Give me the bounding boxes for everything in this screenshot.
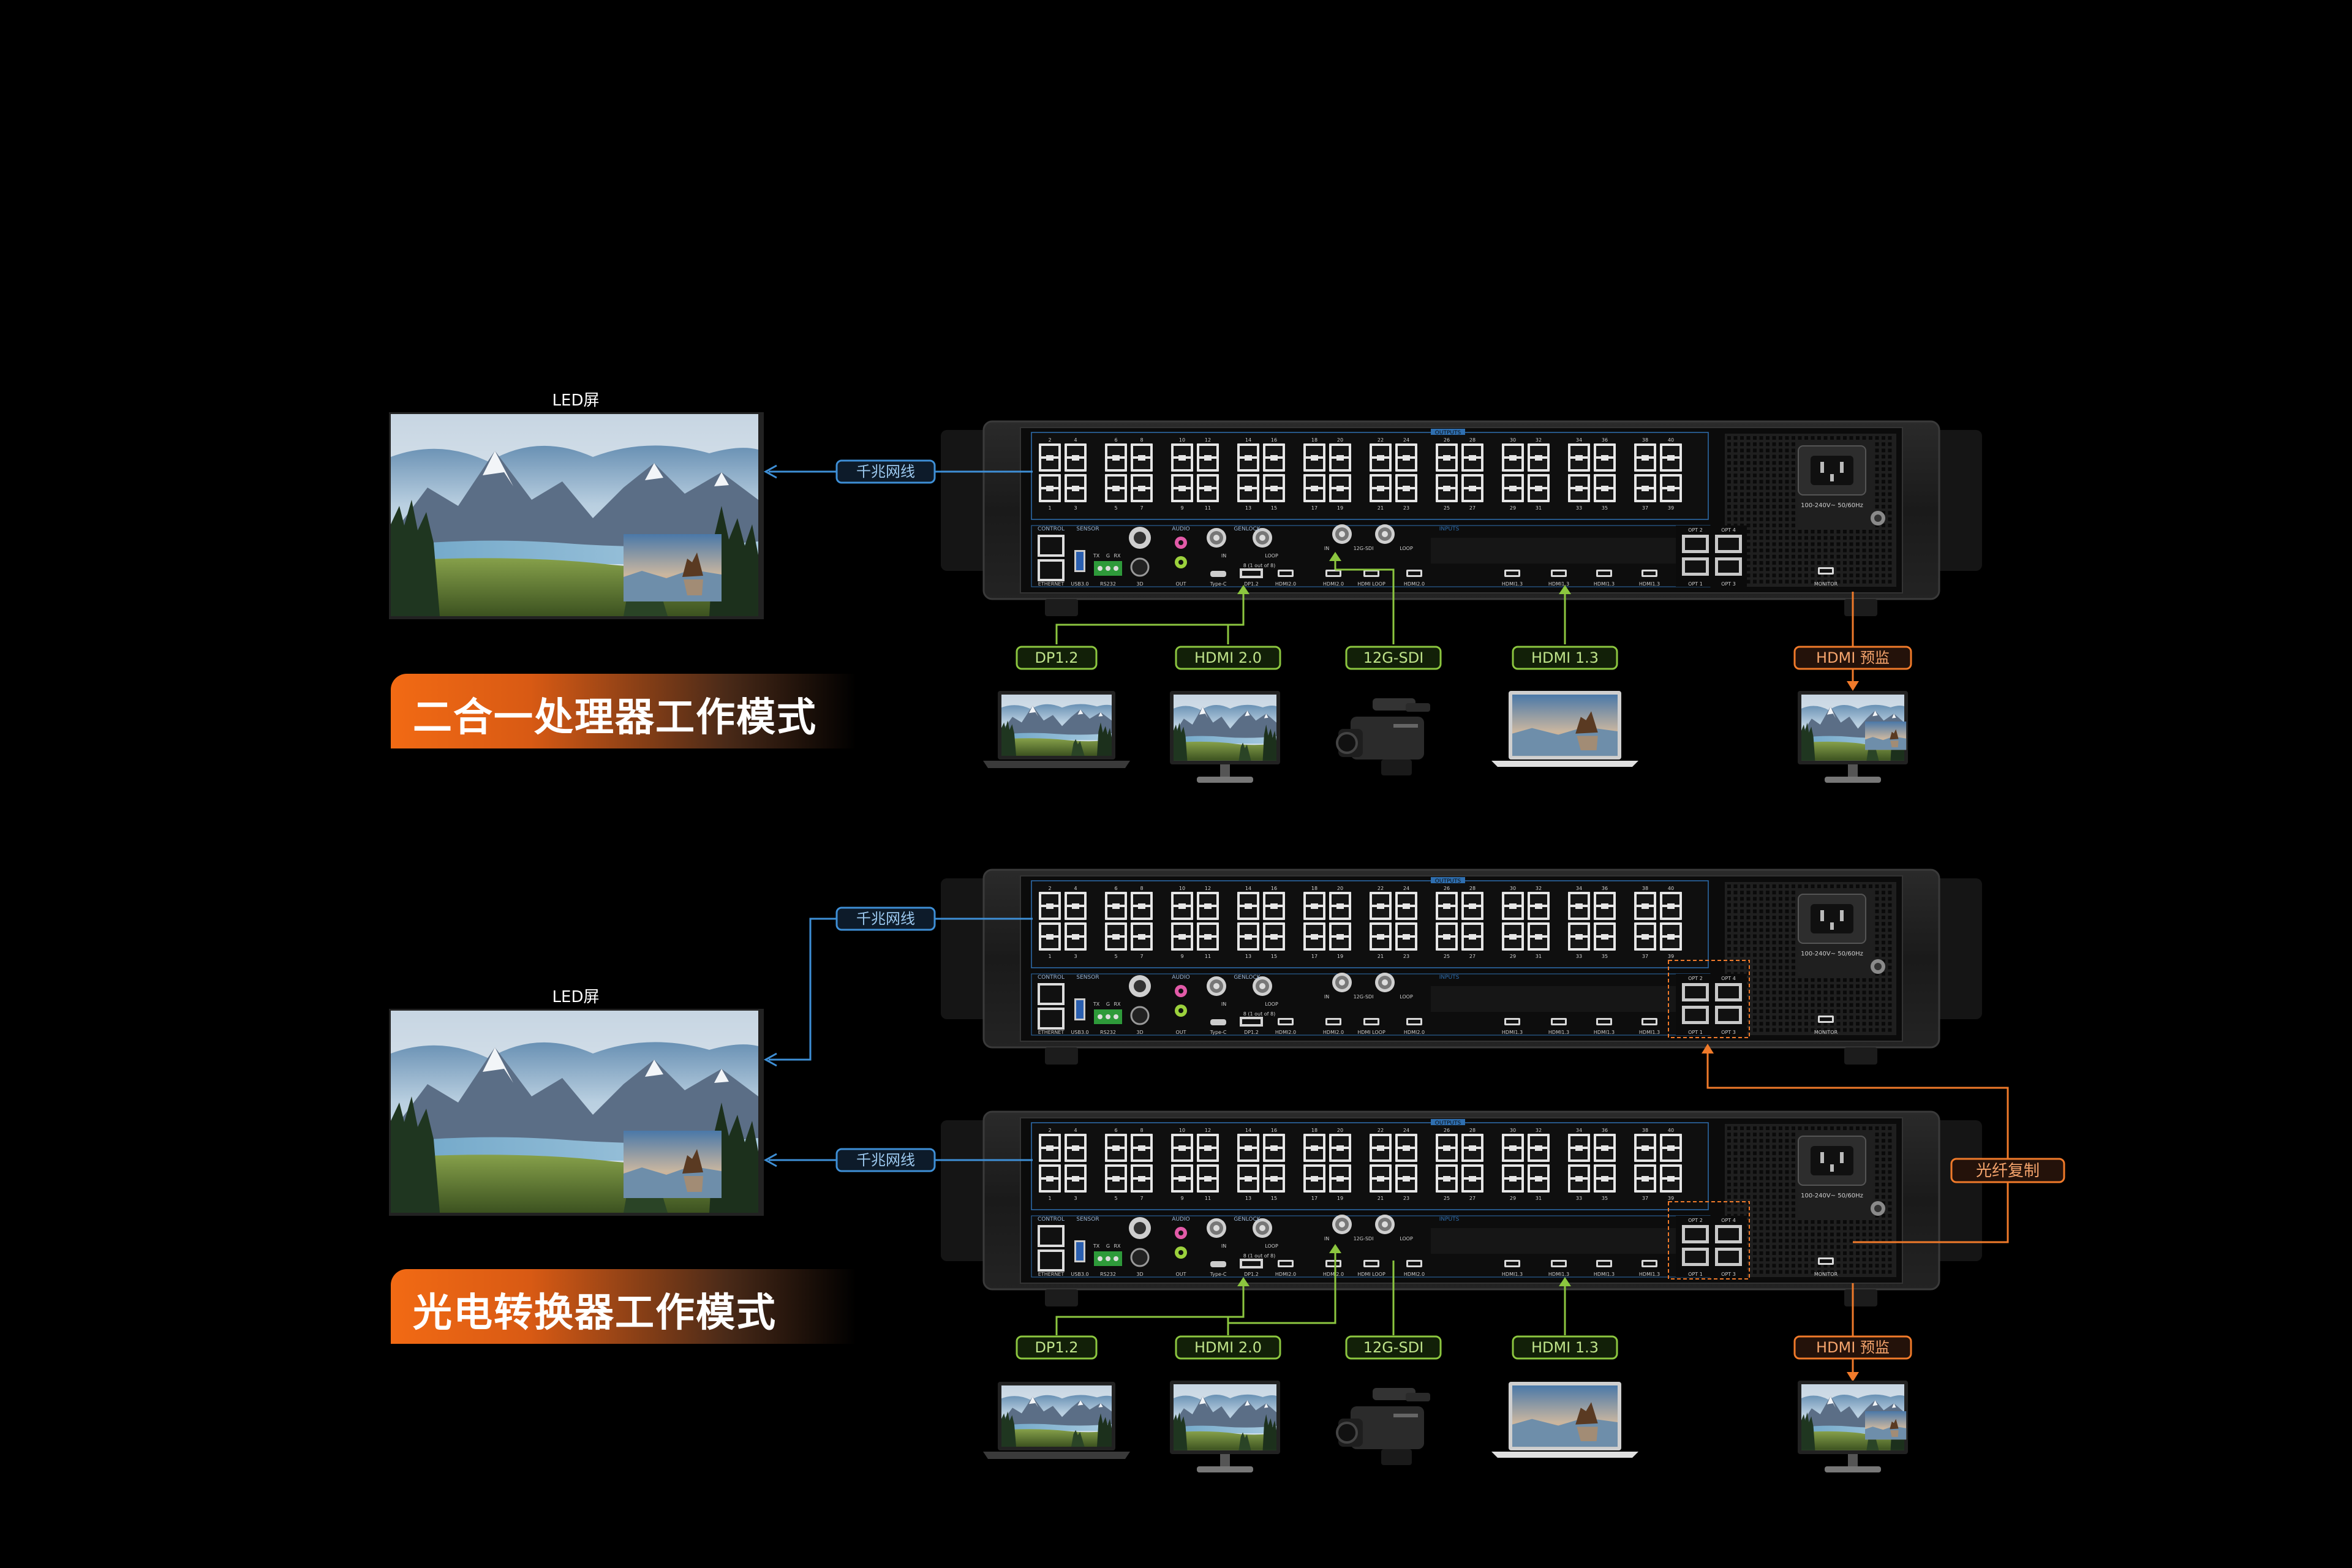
input-badges-2: DP1.2 HDMI 2.0 12G-SDI HDMI 1.3 xyxy=(1016,1335,1618,1360)
input-badge-hdmi13: HDMI 1.3 xyxy=(1512,646,1618,670)
monitor-badge-1: HDMI 预监 xyxy=(1793,646,1912,670)
network-badge-2a: 千兆网线 xyxy=(835,907,936,931)
input-badge-hdmi20: HDMI 2.0 xyxy=(1175,1335,1281,1360)
laptop-icon xyxy=(983,1382,1130,1459)
led-label-1: LED屏 xyxy=(552,391,600,410)
svg-text:HDMI 1.3: HDMI 1.3 xyxy=(1531,1339,1599,1356)
processor-device-2b xyxy=(941,1112,1982,1306)
network-badge-1: 千兆网线 xyxy=(835,459,936,484)
preview-monitor-icon xyxy=(1798,691,1908,783)
input-badge-sdi: 12G-SDI xyxy=(1345,646,1442,670)
svg-text:千兆网线: 千兆网线 xyxy=(856,910,915,927)
section2: LED屏 千兆网线 千兆网线 光纤复 xyxy=(389,870,2065,1472)
mode-banner-2: 光电转换器工作模式 xyxy=(391,1269,856,1344)
svg-text:DP1.2: DP1.2 xyxy=(1035,1339,1078,1356)
monitor-icon xyxy=(1170,691,1280,783)
processor-device-2a xyxy=(941,870,1982,1065)
fiber-badge: 光纤复制 xyxy=(1950,1158,2065,1183)
svg-text:12G-SDI: 12G-SDI xyxy=(1363,1339,1424,1356)
svg-text:HDMI 预监: HDMI 预监 xyxy=(1816,1339,1890,1356)
laptop-icon xyxy=(1491,691,1638,767)
monitor-badge-2: HDMI 预监 xyxy=(1793,1335,1912,1360)
svg-text:千兆网线: 千兆网线 xyxy=(856,463,915,480)
input-badge-sdi: 12G-SDI xyxy=(1345,1335,1442,1360)
svg-text:HDMI 预监: HDMI 预监 xyxy=(1816,649,1890,666)
preview-monitor-icon xyxy=(1798,1381,1908,1472)
svg-text:12G-SDI: 12G-SDI xyxy=(1363,649,1424,666)
network-badge-2b: 千兆网线 xyxy=(835,1148,936,1172)
mode-title-2: 光电转换器工作模式 xyxy=(413,1291,777,1336)
processor-device-1 xyxy=(941,421,1982,616)
input-badge-dp12: DP1.2 xyxy=(1016,1335,1098,1360)
mode-banner-1: 二合一处理器工作模式 xyxy=(391,674,856,748)
led-screen-1 xyxy=(389,412,764,619)
input-lines-1 xyxy=(1055,557,1566,644)
input-lines-2 xyxy=(1055,1250,1566,1335)
mode-title-1: 二合一处理器工作模式 xyxy=(413,695,817,741)
svg-text:HDMI 2.0: HDMI 2.0 xyxy=(1194,649,1262,666)
camcorder-icon xyxy=(1336,697,1431,777)
section1: LED屏 千兆网线 DP1.2 xyxy=(389,391,1982,783)
fiber-line xyxy=(1706,1049,2009,1243)
input-badge-hdmi13: HDMI 1.3 xyxy=(1512,1335,1618,1360)
monitor-icon xyxy=(1170,1381,1280,1472)
svg-text:HDMI 1.3: HDMI 1.3 xyxy=(1531,649,1599,666)
input-badge-dp12: DP1.2 xyxy=(1016,646,1098,670)
led-screen-2 xyxy=(389,1009,764,1216)
input-badge-hdmi20: HDMI 2.0 xyxy=(1175,646,1281,670)
svg-text:HDMI 2.0: HDMI 2.0 xyxy=(1194,1339,1262,1356)
svg-text:DP1.2: DP1.2 xyxy=(1035,649,1078,666)
input-badges-1: DP1.2 HDMI 2.0 12G-SDI HDMI 1.3 xyxy=(1016,646,1618,670)
svg-text:光纤复制: 光纤复制 xyxy=(1976,1162,2040,1180)
camcorder-icon xyxy=(1336,1387,1431,1466)
svg-text:千兆网线: 千兆网线 xyxy=(856,1152,915,1169)
laptop-icon xyxy=(983,691,1130,768)
laptop-icon xyxy=(1491,1382,1638,1458)
led-label-2: LED屏 xyxy=(552,988,600,1006)
